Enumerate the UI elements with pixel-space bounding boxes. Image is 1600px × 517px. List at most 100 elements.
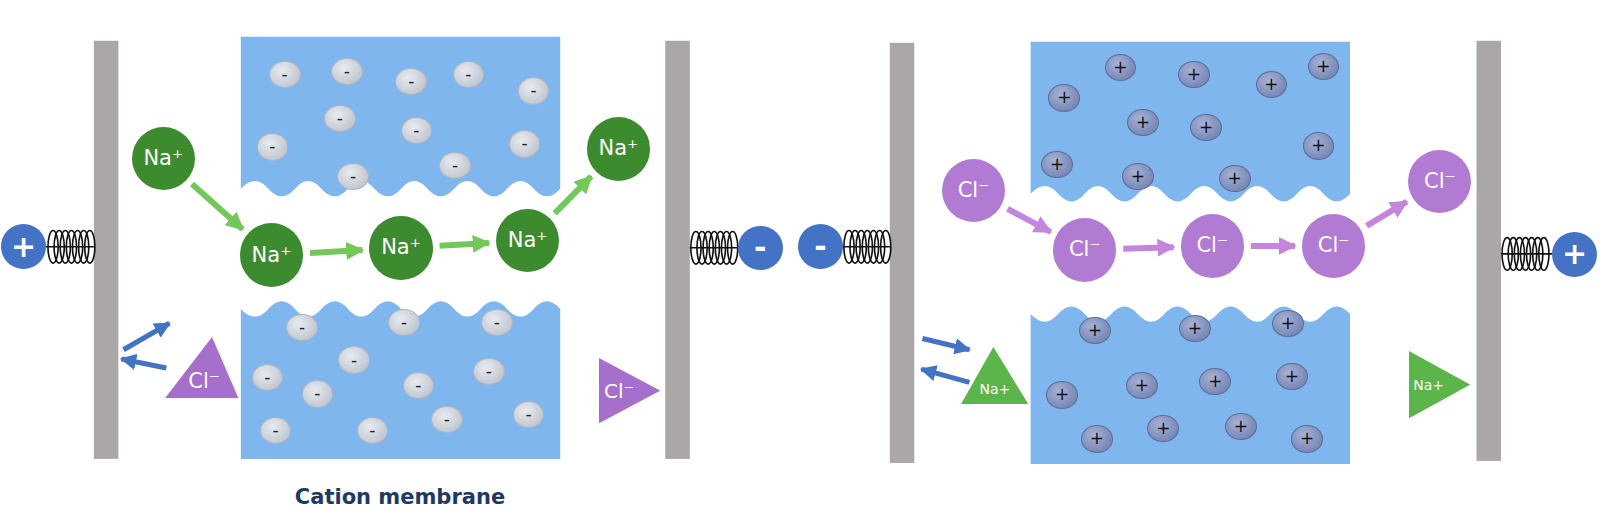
ion-flow-arrow <box>1367 202 1407 226</box>
fixed-charge: + <box>1048 84 1080 112</box>
node-label: + <box>1113 59 1127 76</box>
node-label: - <box>344 63 350 80</box>
node-label: + <box>1188 320 1202 337</box>
fixed-charge: + <box>1126 372 1158 400</box>
node-label: - <box>525 406 531 423</box>
node-label: - <box>494 314 500 331</box>
spring-coil <box>843 230 891 263</box>
node-label: - <box>444 411 450 428</box>
node-label: + <box>1264 76 1278 93</box>
fixed-charge: - <box>388 309 420 337</box>
ion-triangle: Cl⁻ <box>599 358 660 423</box>
fixed-charge: - <box>518 77 550 105</box>
ion-flow-arrow <box>440 243 489 246</box>
fixed-charge: - <box>401 117 433 145</box>
fixed-charge: - <box>286 314 318 342</box>
node-label: - <box>314 385 320 402</box>
fixed-charge: - <box>513 401 545 429</box>
electrode-plate <box>94 41 118 459</box>
fixed-charge: + <box>1147 415 1179 443</box>
fixed-charge: - <box>395 68 427 96</box>
node-label: + <box>1135 377 1149 394</box>
ion-circle: Na⁺ <box>240 223 303 286</box>
fixed-charge: - <box>403 372 435 400</box>
membrane-block <box>1031 42 1350 202</box>
fixed-charge: + <box>1291 425 1323 453</box>
triangle-shape <box>599 358 660 423</box>
node-label: - <box>521 135 527 152</box>
ion-circle: Cl⁻ <box>1408 150 1471 213</box>
fixed-charge: + <box>1272 310 1304 338</box>
node-label: + <box>1285 368 1299 385</box>
node-label: Cl⁻ <box>188 371 220 392</box>
node-label: + <box>1136 114 1150 131</box>
ion-triangle: Cl⁻ <box>165 337 238 398</box>
membrane-caption: Cation membrane <box>295 485 505 509</box>
fixed-charge: - <box>338 346 370 374</box>
node-label: - <box>337 110 343 127</box>
terminal-circle: - <box>738 226 783 271</box>
fixed-charge: + <box>1041 151 1073 179</box>
fixed-charge: - <box>439 152 471 180</box>
node-label: - <box>269 138 275 155</box>
fixed-charge: - <box>481 309 513 337</box>
spring-coil <box>690 231 739 264</box>
node-label: + <box>1156 420 1170 437</box>
electrode-plate <box>665 41 689 459</box>
node-label: - <box>401 314 407 331</box>
bounce-arrow <box>121 323 169 368</box>
node-label: + <box>1187 66 1201 83</box>
node-label: + <box>1088 322 1102 339</box>
ion-flow-arrow <box>1123 247 1173 249</box>
node-label: Na+ <box>1413 378 1444 392</box>
ion-circle: Cl⁻ <box>1053 218 1116 281</box>
fixed-charge: + <box>1303 132 1335 160</box>
node-label: - <box>282 66 288 83</box>
fixed-charge: - <box>331 58 363 86</box>
node-label: - <box>272 422 278 439</box>
fixed-charge: + <box>1178 61 1210 89</box>
fixed-charge: + <box>1046 381 1078 409</box>
terminal-circle: + <box>1 224 46 269</box>
ion-circle: Cl⁻ <box>942 159 1005 222</box>
fixed-charge: + <box>1122 163 1154 191</box>
node-label: + <box>1055 386 1069 403</box>
node-label: - <box>299 319 305 336</box>
node-label: Cl⁻ <box>1318 235 1350 256</box>
ion-flow-arrow <box>310 250 362 253</box>
node-label: Na⁺ <box>252 245 292 266</box>
ion-flow-arrow <box>1251 243 1295 249</box>
bounce-arrow <box>921 339 969 383</box>
node-label: - <box>486 363 492 380</box>
node-label: - <box>814 232 826 262</box>
node-label: - <box>754 233 766 263</box>
node-label: Na⁺ <box>599 138 639 159</box>
fixed-charge: + <box>1127 109 1159 137</box>
node-label: - <box>531 82 537 99</box>
fixed-charge: + <box>1225 413 1257 441</box>
fixed-charge: - <box>509 130 541 158</box>
fixed-charge: - <box>357 417 389 445</box>
fixed-charge: + <box>1081 425 1113 453</box>
node-label: + <box>1199 119 1213 136</box>
fixed-charge: + <box>1219 165 1251 193</box>
node-label: + <box>1300 430 1314 447</box>
node-label: Cl⁻ <box>1069 239 1101 260</box>
fixed-charge: - <box>257 133 289 161</box>
node-label: - <box>415 377 421 394</box>
fixed-charge: + <box>1079 317 1111 345</box>
membrane-block <box>1031 306 1350 464</box>
node-label: + <box>1057 89 1071 106</box>
node-label: + <box>1234 418 1248 435</box>
triangle-shape <box>961 347 1028 404</box>
ion-flow-arrow <box>555 176 592 213</box>
ion-circle: Na⁺ <box>587 117 650 180</box>
node-label: Na⁺ <box>143 148 183 169</box>
node-label: - <box>369 422 375 439</box>
node-label: - <box>351 352 357 369</box>
fixed-charge: - <box>324 105 356 133</box>
ion-flow-arrow <box>192 184 243 229</box>
node-label: + <box>1131 168 1145 185</box>
